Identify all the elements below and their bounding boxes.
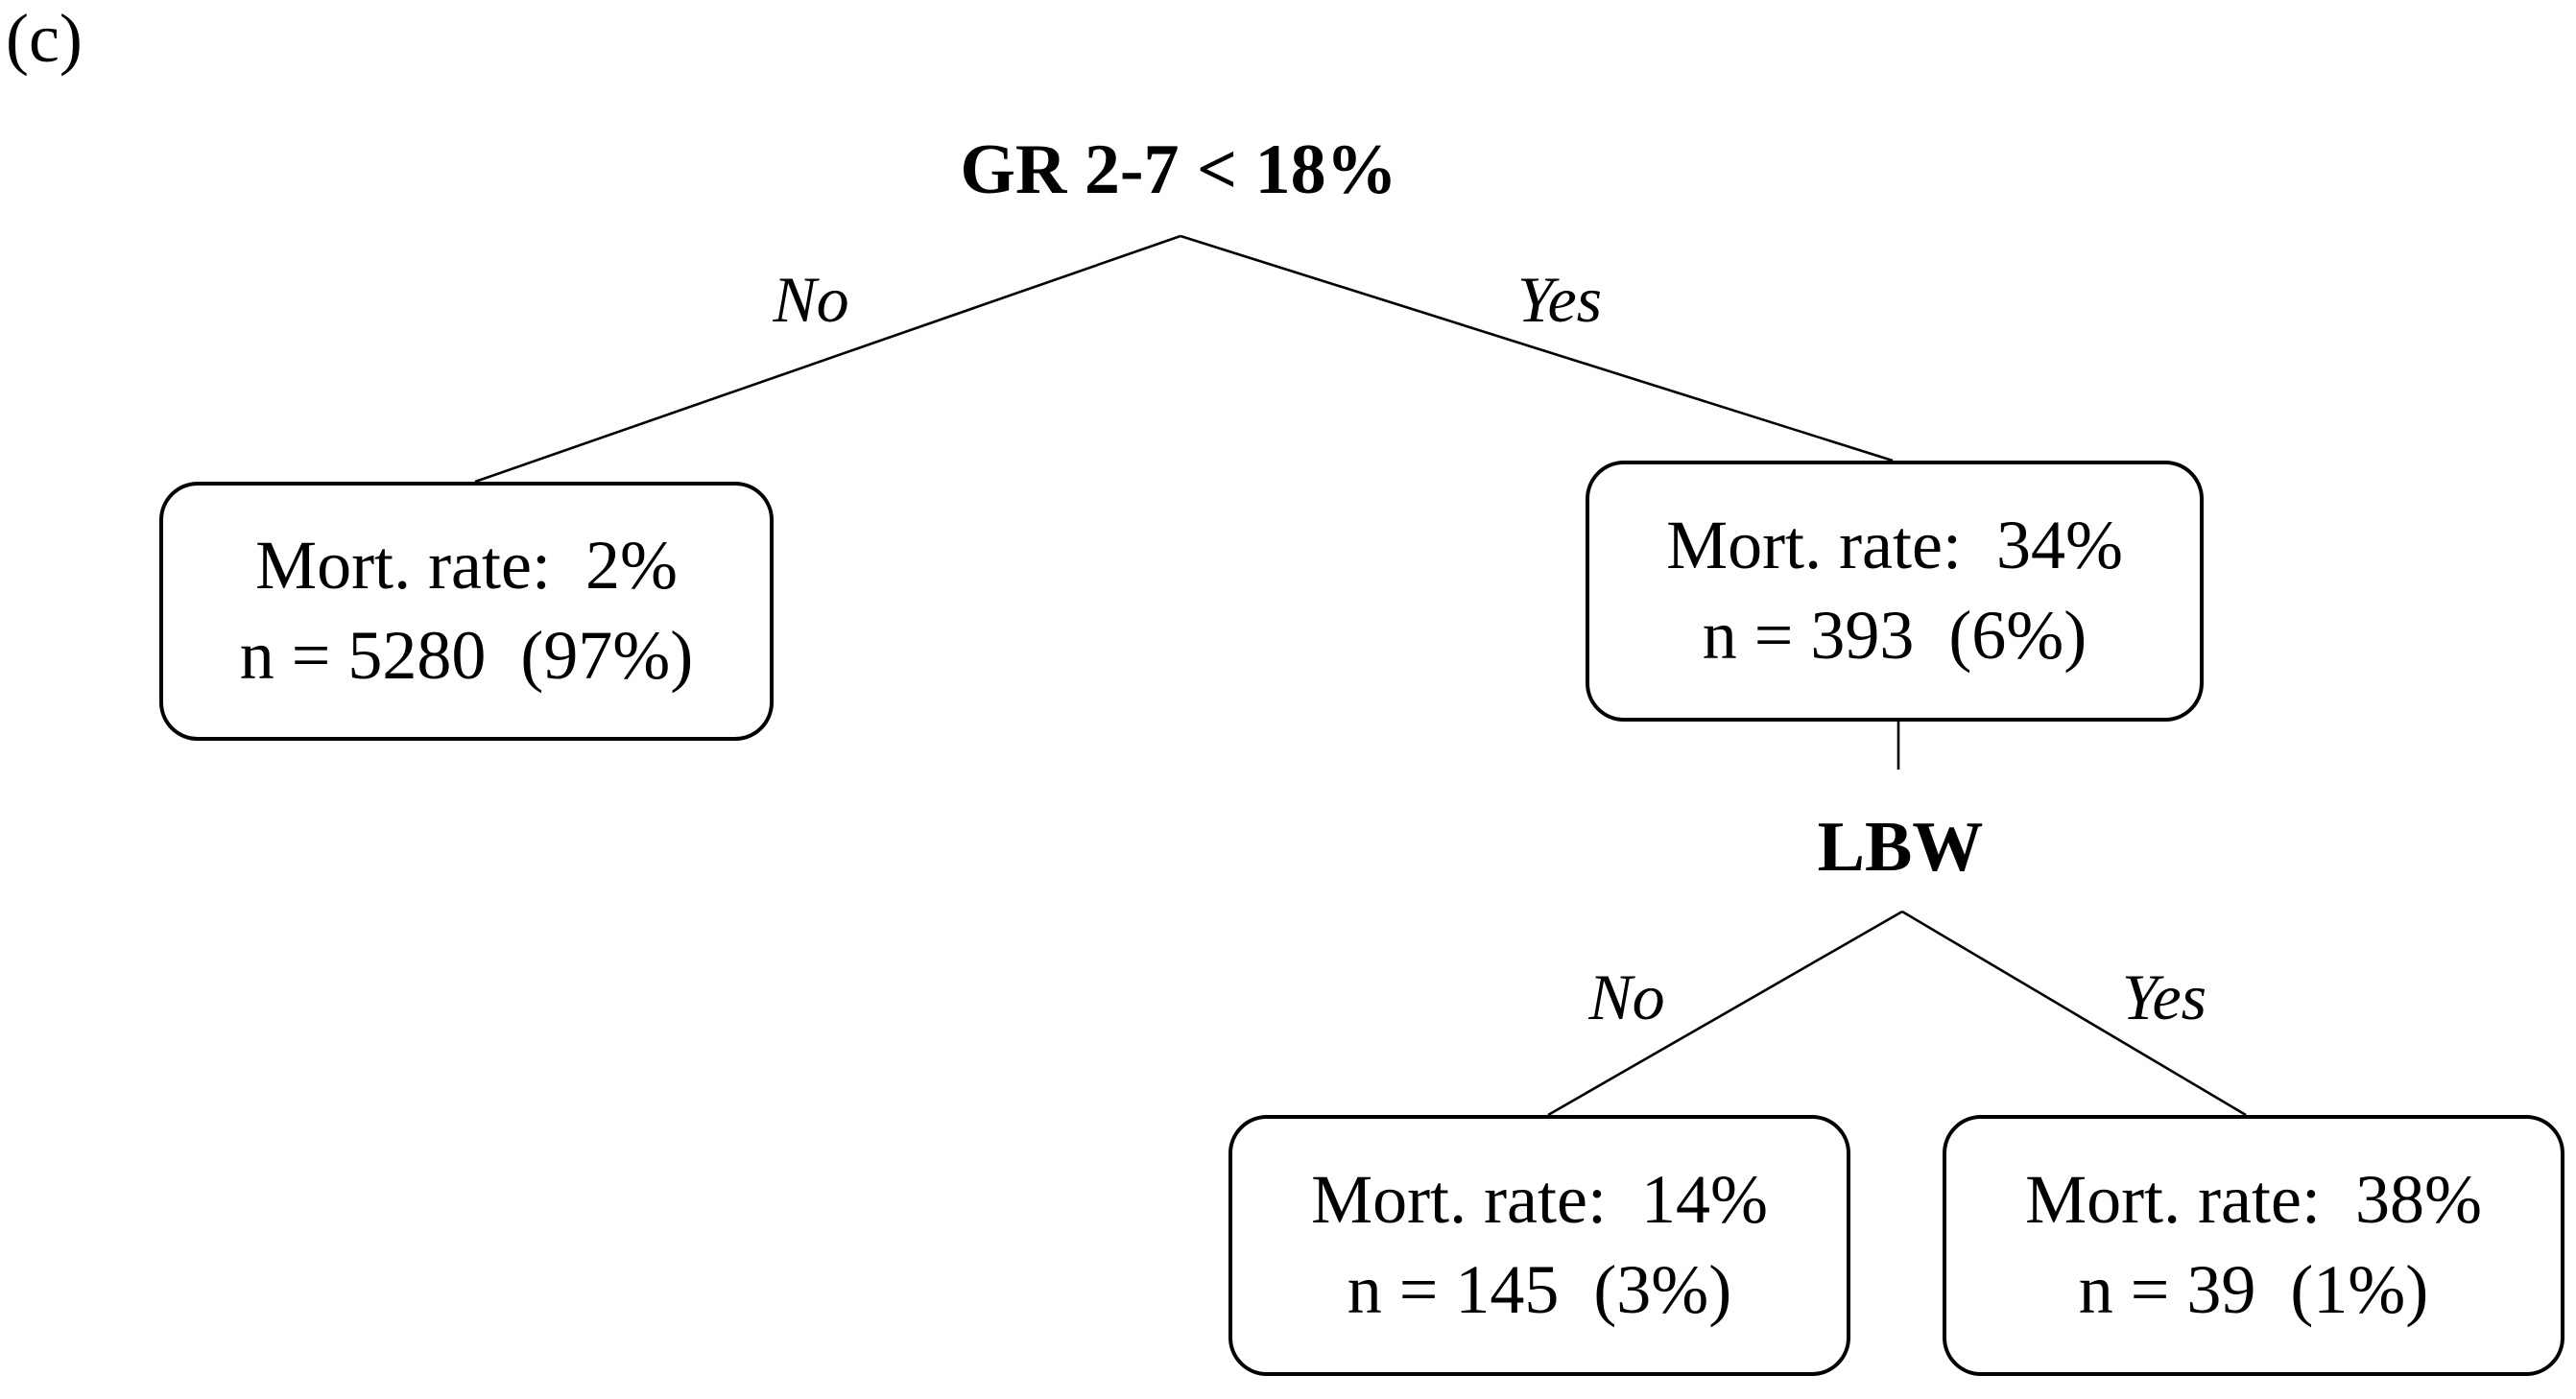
- lbw-split-label: LBW: [1817, 808, 1984, 887]
- edge-lbw-no: [1547, 910, 1903, 1117]
- leaf-lbw-yes-mort-rate: Mort. rate: 38%: [2025, 1161, 2482, 1239]
- root-branch-yes-label: Yes: [1516, 263, 1603, 336]
- node-yes-mort-rate: Mort. rate: 34%: [1666, 507, 2123, 584]
- edge-lbw-yes: [1901, 910, 2247, 1117]
- internal-node-yes: Mort. rate: 34% n = 393 (6%): [1586, 461, 2204, 722]
- root-branch-no-label: No: [773, 263, 849, 336]
- leaf-node-lbw-yes: Mort. rate: 38% n = 39 (1%): [1943, 1115, 2564, 1376]
- leaf-lbw-yes-count: n = 39 (1%): [2078, 1251, 2429, 1328]
- leaf-lbw-no-mort-rate: Mort. rate: 14%: [1311, 1161, 1768, 1239]
- root-split-label: GR 2-7 < 18%: [960, 130, 1397, 209]
- leaf-no-count: n = 5280 (97%): [239, 617, 694, 694]
- edge-root-yes: [1180, 234, 1894, 462]
- leaf-node-no: Mort. rate: 2% n = 5280 (97%): [159, 482, 774, 741]
- node-yes-count: n = 393 (6%): [1702, 597, 2087, 674]
- leaf-node-lbw-no: Mort. rate: 14% n = 145 (3%): [1228, 1115, 1850, 1376]
- edge-root-no: [474, 234, 1181, 484]
- leaf-no-mort-rate: Mort. rate: 2%: [255, 527, 678, 605]
- lbw-branch-no-label: No: [1588, 960, 1665, 1033]
- lbw-branch-yes-label: Yes: [2121, 960, 2207, 1033]
- panel-label: (c): [6, 0, 83, 77]
- leaf-lbw-no-count: n = 145 (3%): [1347, 1251, 1732, 1328]
